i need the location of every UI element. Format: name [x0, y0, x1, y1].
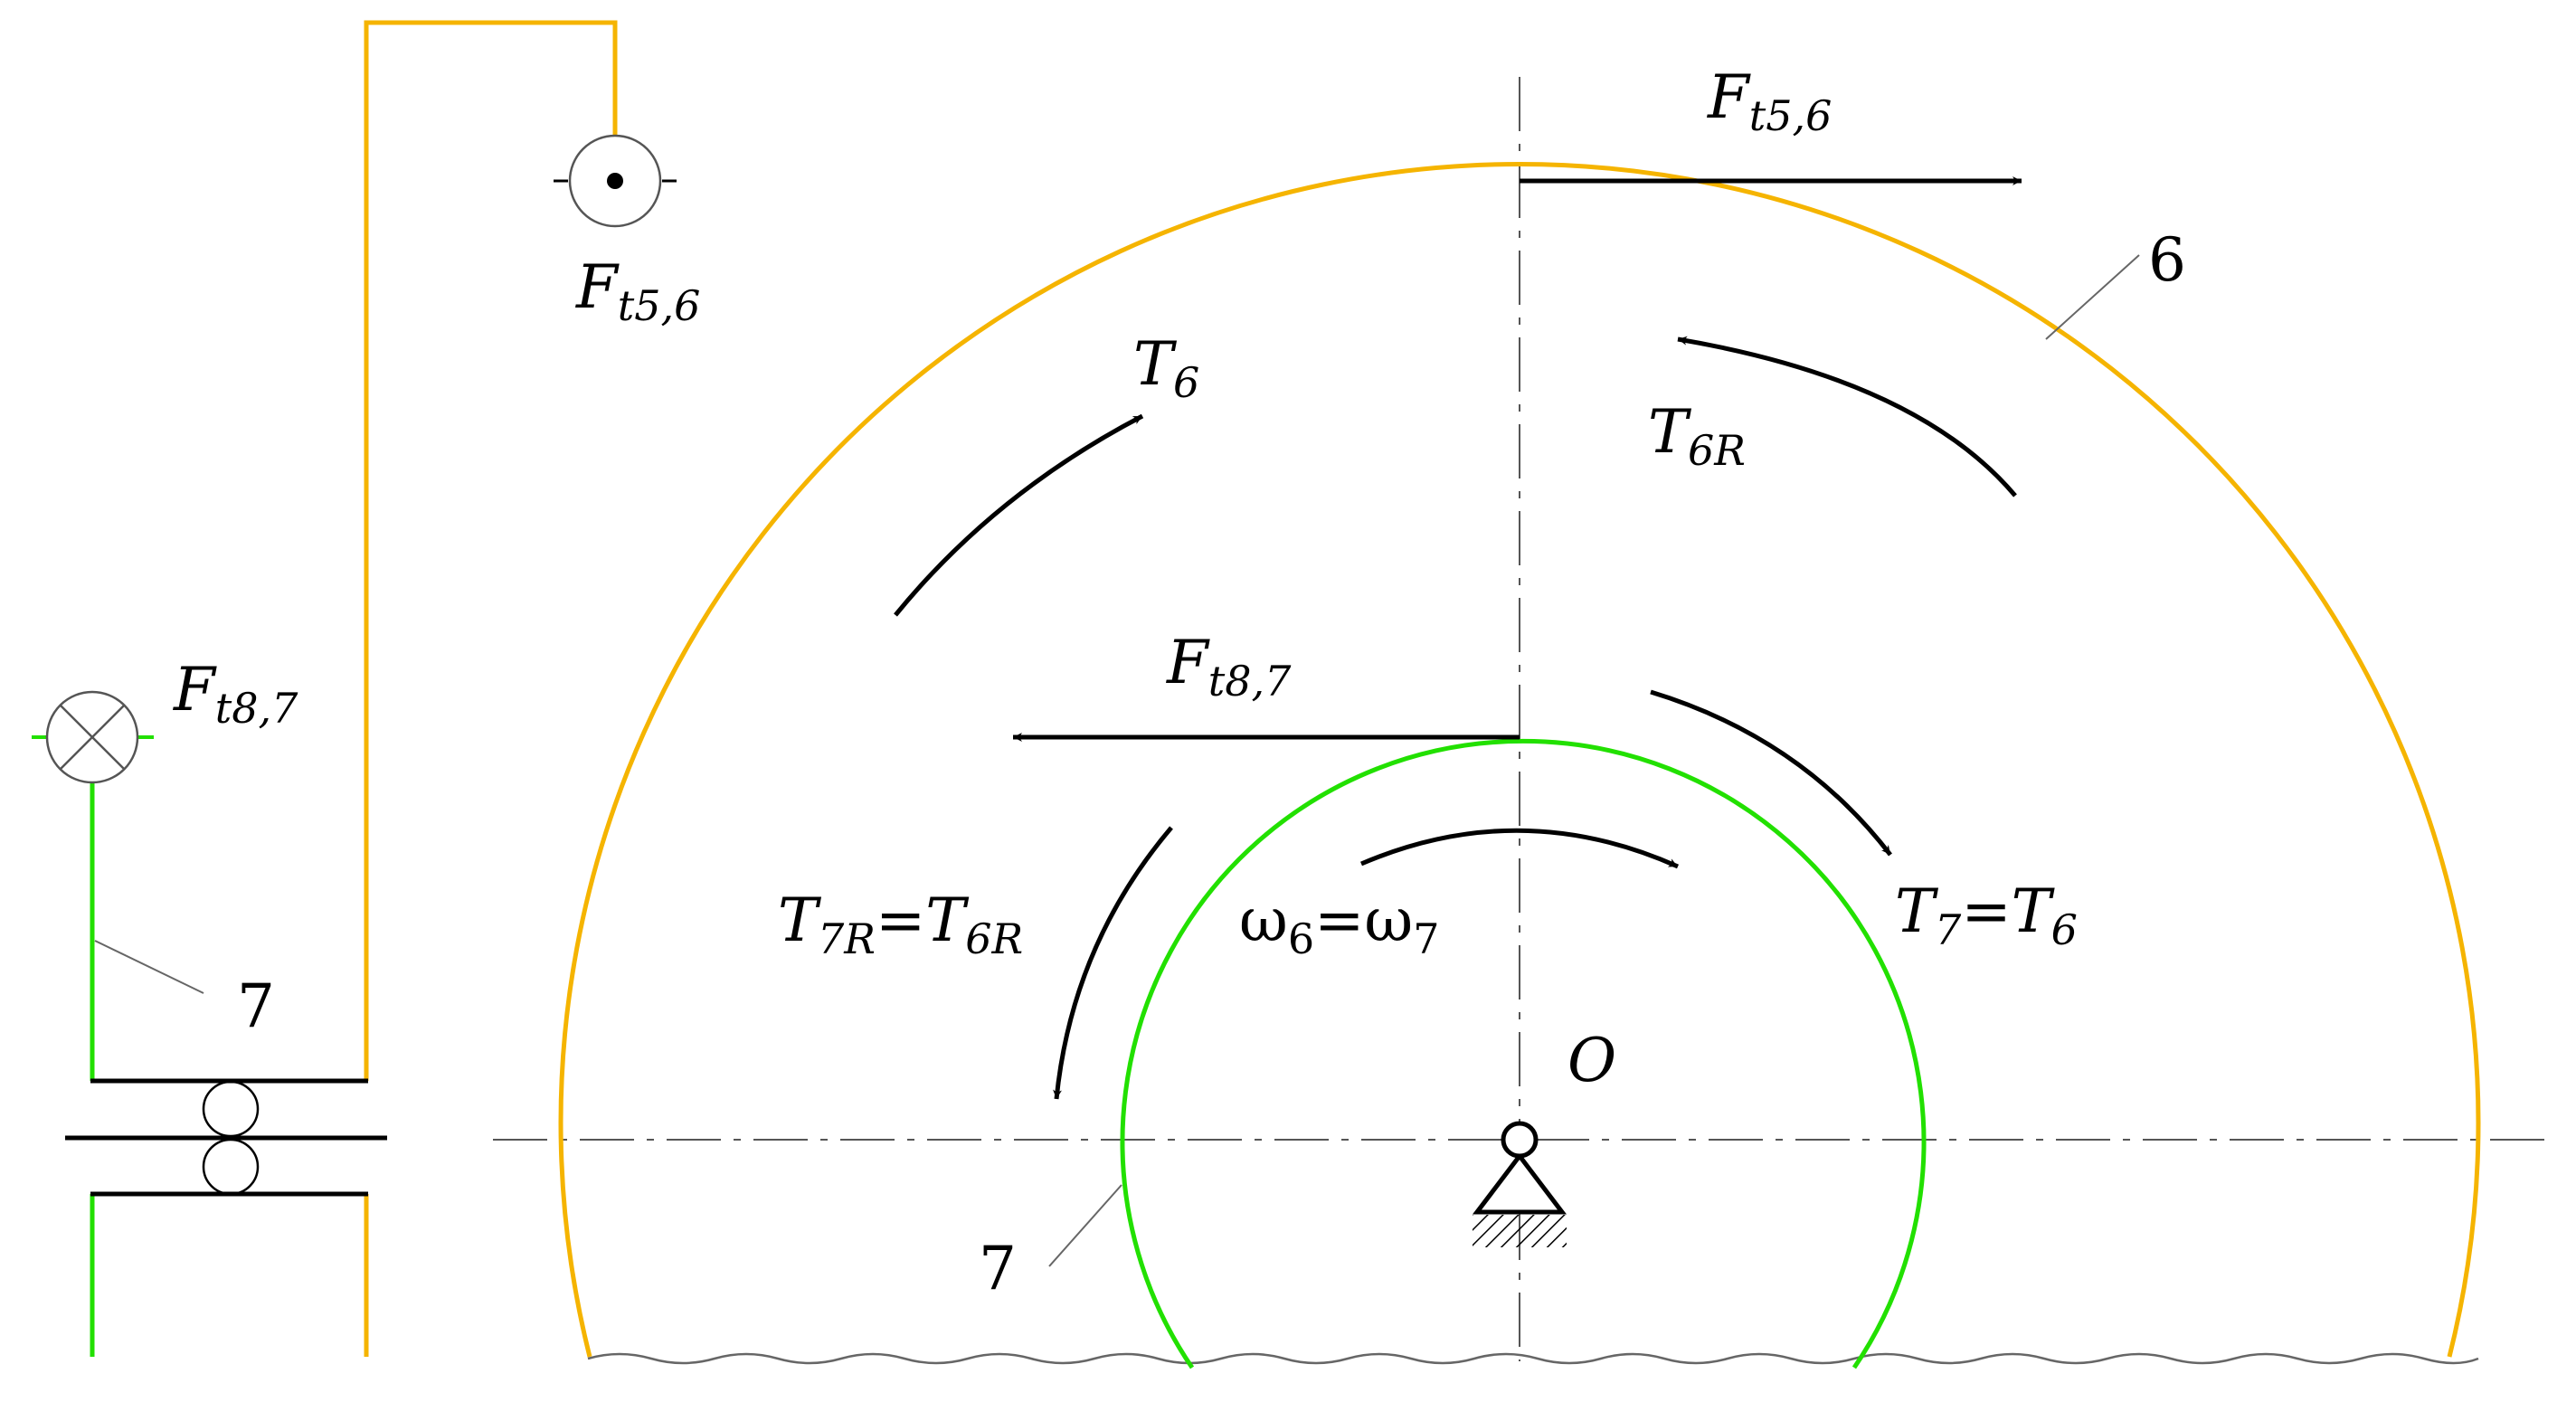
bearing-icon	[65, 1078, 387, 1197]
t7-arrow	[1650, 689, 1892, 857]
omega-arrow	[1360, 828, 1680, 869]
break-line	[587, 1352, 2479, 1365]
ft87-side-label: Ft8,7	[173, 655, 298, 733]
ft56-top-label: Ft5,6	[1707, 62, 1832, 140]
t6-label: T6	[1133, 329, 1199, 407]
omega-label: ω6=ω7	[1239, 886, 1440, 963]
t7-t6-label: T7=T6	[1895, 876, 2078, 954]
t6-arrow	[894, 413, 1144, 617]
t7r-t6r-label: T7R=T6R	[778, 886, 1023, 963]
t7r-arrow	[1053, 826, 1173, 1100]
leader-gear-7-left	[94, 940, 204, 994]
gear-7-number-left: 7	[237, 971, 275, 1041]
gear-6-side-frame	[364, 20, 618, 1081]
t6r-label: T6R	[1648, 397, 1746, 475]
cross-in-circle-icon	[45, 690, 139, 784]
ft87-mid-label: Ft8,7	[1166, 628, 1292, 706]
dot-in-circle-icon	[554, 134, 677, 228]
center-o-label: O	[1567, 1026, 1616, 1095]
t6r-arrow	[1677, 336, 2017, 497]
fixed-pivot-support-icon	[1472, 1121, 1567, 1247]
gear-6-outline	[558, 162, 2481, 1358]
gear-7-number-bottom: 7	[979, 1234, 1017, 1303]
leader-gear-7-bottom	[1048, 1184, 1122, 1267]
gear-6-number: 6	[2148, 225, 2186, 295]
ft56-side-label: Ft5,6	[575, 252, 700, 330]
leader-gear-6	[2045, 254, 2140, 340]
gear-7-outline	[1120, 738, 1927, 1369]
